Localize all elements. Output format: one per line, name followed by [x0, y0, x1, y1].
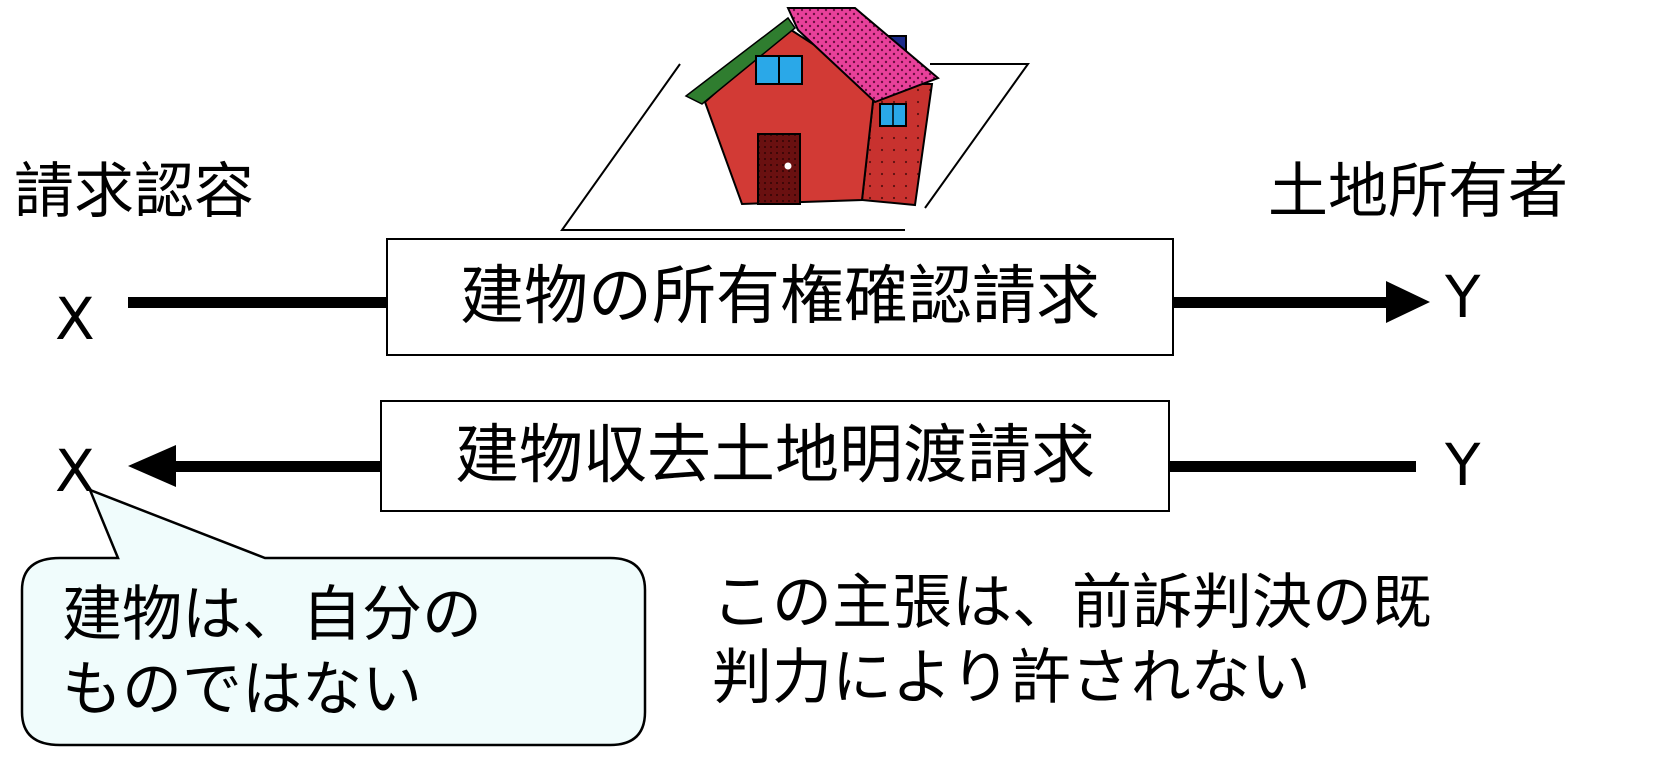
arrow-line-row1-right [1174, 297, 1390, 308]
arrow-line-row2-right [1170, 461, 1416, 472]
party-x-row1: X [55, 285, 95, 353]
claim-box-removal: 建物収去土地明渡請求 [380, 400, 1170, 512]
claim-box-ownership: 建物の所有権確認請求 [386, 238, 1174, 356]
judgment-label: 請求認容 [14, 157, 254, 227]
arrow-line-row2-left [168, 461, 380, 472]
note-line-2: 判力により許されない [712, 643, 1311, 713]
party-x-row2: X [55, 437, 95, 505]
arrow-line-row1-left [128, 297, 386, 308]
land-parcel [560, 63, 1030, 231]
speech-bubble [20, 487, 647, 747]
bubble-line-2: ものではない [62, 655, 422, 725]
landowner-label: 土地所有者 [1268, 157, 1568, 227]
party-y-row1: Y [1445, 263, 1481, 331]
bubble-text: 建物は、自分の ものではない [62, 578, 482, 728]
house-icon [684, 7, 940, 207]
claim-ownership-text: 建物の所有権確認請求 [460, 260, 1100, 334]
claim-removal-text: 建物収去土地明渡請求 [455, 419, 1095, 493]
bubble-line-1: 建物は、自分の [62, 580, 482, 650]
res-judicata-note: この主張は、前訴判決の既 判力により許されない [712, 566, 1432, 716]
note-line-1: この主張は、前訴判決の既 [712, 568, 1432, 638]
party-y-row2: Y [1445, 431, 1481, 499]
